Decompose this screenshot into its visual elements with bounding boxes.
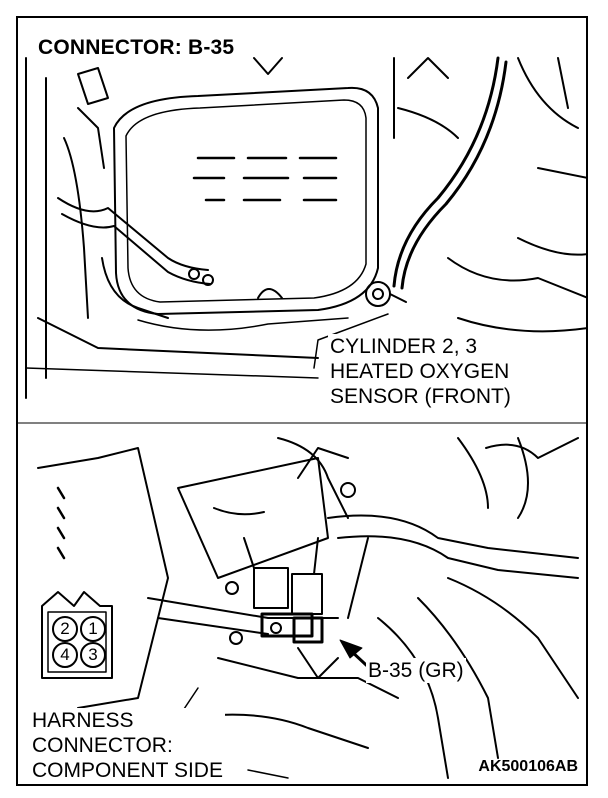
connector-b35-drawing bbox=[243, 537, 369, 679]
page-title: CONNECTOR: B-35 bbox=[36, 36, 237, 60]
pin-1: 1 bbox=[80, 616, 106, 642]
engine-cover-drawing bbox=[113, 86, 379, 331]
harness-label-line3: COMPONENT SIDE bbox=[32, 759, 223, 782]
hoses-left bbox=[25, 57, 319, 399]
harness-label: HARNESS CONNECTOR: COMPONENT SIDE bbox=[30, 708, 225, 783]
pin-4: 4 bbox=[52, 642, 78, 668]
engine-bay-illustration bbox=[18, 56, 586, 779]
sensor-leader-line bbox=[313, 313, 389, 369]
figure-code: AK500106AB bbox=[478, 758, 578, 775]
pin-3: 3 bbox=[80, 642, 106, 668]
sensor-label-line1: CYLINDER 2, 3 bbox=[330, 335, 478, 358]
sensor-label: CYLINDER 2, 3 HEATED OXYGEN SENSOR (FRON… bbox=[328, 334, 513, 409]
diagram-frame: CONNECTOR: B-35 CYLINDER 2, 3 HEATED OXY… bbox=[16, 16, 588, 786]
pin-connector-outline bbox=[41, 591, 113, 679]
sensor-label-line3: SENSOR (FRONT) bbox=[330, 385, 511, 408]
sensor-wiring bbox=[253, 56, 586, 333]
sensor-label-line2: HEATED OXYGEN bbox=[330, 360, 510, 383]
connector-callout: B-35 (GR) bbox=[366, 658, 466, 683]
harness-leader-line bbox=[247, 769, 289, 779]
harness-label-line2: CONNECTOR: bbox=[32, 734, 173, 757]
pin-2: 2 bbox=[52, 616, 78, 642]
harness-label-line1: HARNESS bbox=[32, 709, 134, 732]
bottom-engine-drawing bbox=[37, 437, 579, 779]
